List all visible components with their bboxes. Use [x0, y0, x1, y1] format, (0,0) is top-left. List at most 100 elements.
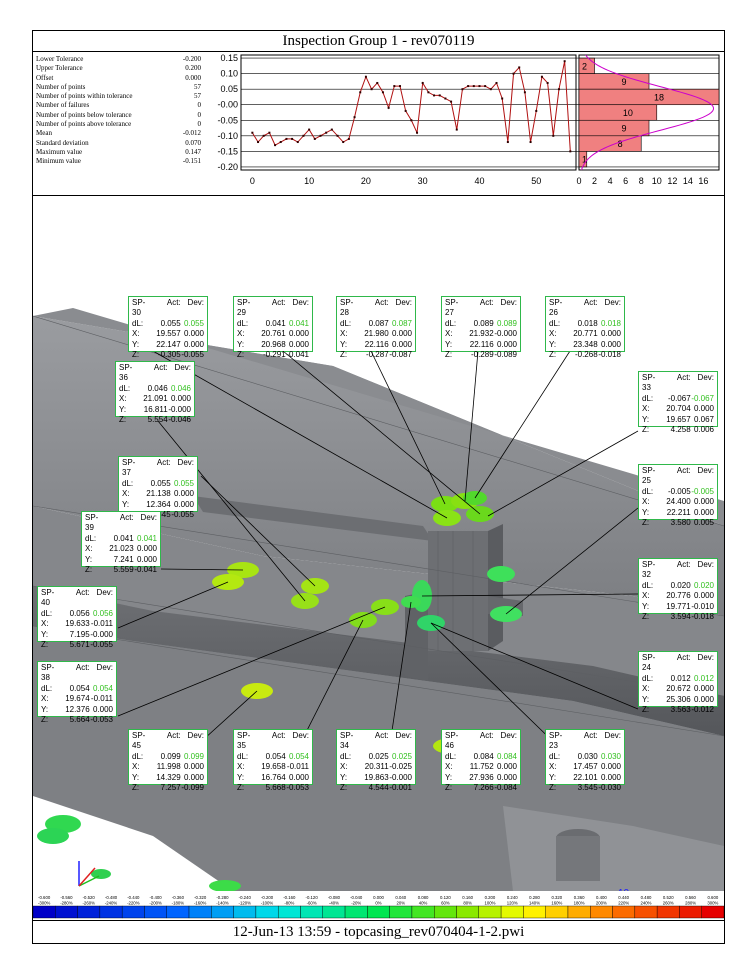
dev-header: Dev:	[292, 298, 309, 307]
z-act: -0.289	[470, 350, 494, 360]
scale-tick-label: 0.440	[618, 895, 629, 900]
stat-label: Mean	[36, 129, 52, 138]
hist-x-tick-label: 14	[683, 176, 693, 186]
scale-percent-label: 80%	[463, 901, 472, 906]
callout-id: SP-32	[642, 560, 656, 580]
deviation-point	[262, 134, 265, 137]
callout-z-row: Z:7.257-0.099	[132, 783, 204, 793]
boss-cylinder	[556, 836, 600, 881]
scale-tick-label: -0.240	[239, 895, 252, 900]
z-label: Z:	[549, 783, 557, 793]
color-scale-bar: -0.600-300%-0.560-280%-0.520-260%-0.480-…	[32, 893, 725, 919]
dl-act: -0.005	[667, 486, 691, 496]
callout-id: SP-30	[132, 298, 146, 318]
z-act: 3.594	[670, 612, 691, 622]
histogram-count-label: 18	[654, 92, 664, 102]
callout-z-row: Z:5.554-0.046	[119, 415, 191, 425]
scale-tick-label: -0.440	[127, 895, 140, 900]
scale-percent-label: -160%	[194, 901, 207, 906]
y-dev: 0.000	[288, 772, 309, 782]
y-act: 19.863	[364, 772, 389, 782]
y-dev: 0.067	[693, 414, 714, 424]
deviation-point	[484, 85, 487, 88]
y-dev: 0.000	[183, 339, 204, 349]
y-dev: -0.000	[168, 404, 191, 414]
scale-swatch	[590, 905, 613, 919]
x-tick-label: 30	[418, 176, 428, 186]
spot-b[interactable]	[37, 828, 69, 844]
callout-id: SP-36	[119, 363, 133, 383]
deviation-point	[404, 109, 407, 112]
y-tick-label: -0.10	[217, 131, 238, 141]
histogram-bar	[578, 119, 650, 137]
stat-label: Maximum value	[36, 147, 83, 156]
x-label: X:	[132, 762, 140, 772]
scale-percent-label: -80%	[284, 901, 294, 906]
y-label: Y:	[132, 339, 140, 349]
casing-inner-wall	[33, 586, 724, 736]
axis-triad	[78, 861, 100, 887]
spot-d[interactable]	[209, 880, 241, 891]
act-header: Act:	[374, 731, 389, 740]
deviation-point	[535, 109, 538, 112]
stat-label: Number of points above tolerance	[36, 120, 132, 129]
hist-x-tick-label: 16	[698, 176, 708, 186]
scale-tick-label: 0.280	[529, 895, 540, 900]
scale-percent-label: 60%	[441, 901, 450, 906]
deviation-point	[285, 137, 288, 140]
stat-value: 0.200	[185, 64, 201, 73]
x-dev: 0.000	[693, 404, 714, 414]
dl-act: -0.067	[667, 393, 691, 403]
spot-sp-33[interactable]	[487, 566, 515, 582]
y-label: Y:	[445, 772, 453, 782]
spot-c[interactable]	[91, 869, 111, 879]
deviation-point	[381, 91, 384, 94]
hist-x-tick-label: 4	[608, 176, 613, 186]
deviation-point	[569, 150, 572, 153]
scale-percent-label: -120%	[239, 901, 252, 906]
stat-value: 0.070	[185, 138, 201, 147]
x-label: X:	[340, 762, 348, 772]
stat-label: Lower Tolerance	[36, 55, 84, 63]
axis-number-label: 10	[618, 888, 629, 891]
x-act: 21.980	[364, 329, 389, 339]
deviation-point	[546, 81, 549, 84]
callout-dl-row: dL:-0.067-0.067	[642, 394, 714, 404]
z-label: Z:	[237, 350, 245, 360]
dl-act: 0.089	[473, 318, 494, 328]
x-tick-label: 10	[304, 176, 314, 186]
deviation-point	[455, 128, 458, 131]
scale-tick-label: 0.400	[596, 895, 607, 900]
dl-act: 0.099	[160, 751, 181, 761]
